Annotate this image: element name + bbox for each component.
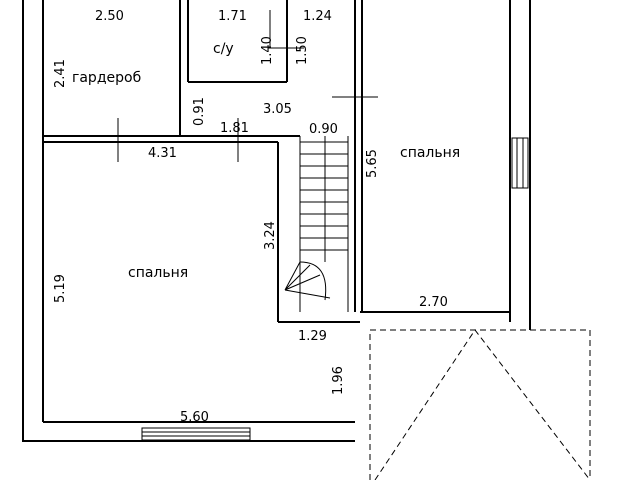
dim-2-70: 2.70: [419, 295, 448, 310]
outer-walls: [22, 0, 531, 442]
dim-1-29: 1.29: [298, 329, 327, 344]
dim-2-41: 2.41: [53, 59, 68, 88]
room-label-wardrobe: гардероб: [72, 70, 141, 86]
dim-1-24: 1.24: [303, 9, 332, 24]
dim-3-05: 3.05: [263, 102, 292, 117]
window-right: [511, 137, 529, 189]
dim-0-91: 0.91: [192, 97, 207, 126]
dim-1-40: 1.40: [260, 36, 275, 65]
staircase: [284, 136, 349, 312]
interior-walls: [43, 0, 510, 323]
dim-5-65: 5.65: [365, 149, 380, 178]
dim-1-96: 1.96: [331, 366, 346, 395]
dim-5-19: 5.19: [53, 274, 68, 303]
dim-1-81: 1.81: [220, 121, 249, 136]
dim-2-50: 2.50: [95, 9, 124, 24]
dim-4-31: 4.31: [148, 146, 177, 161]
dim-1-71: 1.71: [218, 9, 247, 24]
dim-1-50: 1.50: [295, 36, 310, 65]
window-bottom: [141, 427, 251, 441]
door-marks: [117, 10, 378, 162]
roof-outline: [369, 329, 591, 480]
dim-5-60: 5.60: [180, 410, 209, 425]
dim-0-90: 0.90: [309, 122, 338, 137]
dim-3-24: 3.24: [263, 221, 278, 250]
room-label-bedroom-right: спальня: [400, 145, 460, 161]
room-label-bathroom: с/у: [213, 41, 234, 57]
room-label-bedroom-left: спальня: [128, 265, 188, 281]
